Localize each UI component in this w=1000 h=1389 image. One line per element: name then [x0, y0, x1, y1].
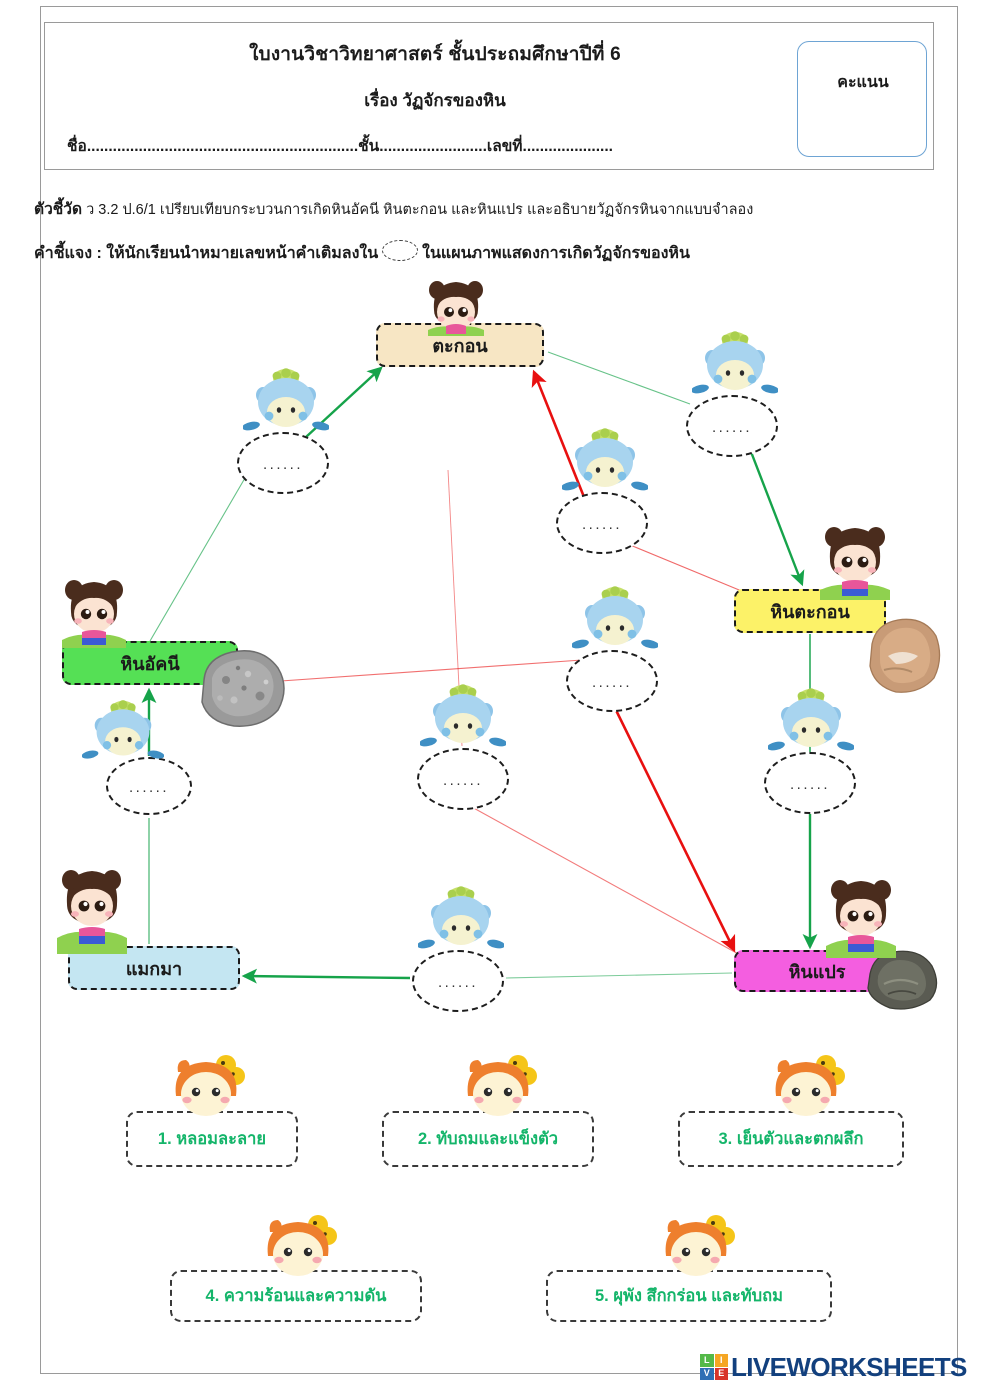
score-box[interactable]: คะแนน	[797, 41, 927, 157]
node-sedimentary-rock[interactable]: หินตะกอน	[734, 589, 886, 633]
igneous-rock-photo	[201, 650, 285, 727]
choice-item-4[interactable]: 4. ความร้อนและความดัน	[170, 1270, 422, 1322]
page-subtitle: เรื่อง วัฏจักรของหิน	[364, 91, 506, 110]
node-magma[interactable]: แมกมา	[68, 946, 240, 990]
direction-tail: ในแผนภาพแสดงการเกิดวัฏจักรของหิน	[422, 245, 690, 262]
blank-sedrock-to-sediment[interactable]: ......	[556, 492, 648, 554]
indicator-text: ว 3.2 ป.6/1 เปรียบเทียบกระบวนการเกิดหินอ…	[82, 202, 754, 218]
indicator-lead: ตัวชี้วัด	[34, 201, 83, 218]
blank-metamorph-to-magma[interactable]: ......	[412, 950, 504, 1012]
logo-wordmark: LIVEWORKSHEETS	[731, 1351, 967, 1382]
blank-magma-to-igneous[interactable]: ......	[106, 757, 192, 815]
liveworksheets-logo[interactable]: L I V E LIVEWORKSHEETS	[700, 1352, 967, 1382]
choice-item-5[interactable]: 5. ผุพัง สึกกร่อน และทับถม	[546, 1270, 832, 1322]
student-name-line[interactable]: ชื่อ....................................…	[67, 138, 613, 155]
worksheet-border	[40, 6, 958, 1374]
blank-placeholder-dots: ......	[581, 515, 622, 533]
blank-placeholder-dots: ......	[442, 771, 483, 789]
logo-letter-v: V	[700, 1367, 714, 1380]
direction-lead: คำชี้แจง : ให้นักเรียนนำหมายเลขหน้าคำเติ…	[34, 245, 379, 262]
logo-letter-l: L	[700, 1354, 714, 1367]
blank-sedrock-to-metamorph[interactable]: ......	[764, 752, 856, 814]
header-box: ใบงานวิชาวิทยาศาสตร์ ชั้นประถมศึกษาปีที่…	[44, 22, 934, 170]
blank-placeholder-dots: ......	[711, 418, 752, 436]
blank-sediment-to-sedrock[interactable]: ......	[686, 395, 778, 457]
liveworksheets-logo-icon: L I V E	[700, 1354, 728, 1380]
blank-igneous-to-sediment[interactable]: ......	[237, 432, 329, 494]
choice-item-2[interactable]: 2. ทับถมและแข็งตัว	[382, 1111, 594, 1167]
blank-placeholder-dots: ......	[789, 775, 830, 793]
logo-letter-e: E	[714, 1367, 728, 1380]
sedimentary-rock-photo	[869, 618, 941, 693]
indicator-line: ตัวชี้วัด ว 3.2 ป.6/1 เปรียบเทียบกระบวนก…	[34, 196, 934, 221]
score-label: คะแนน	[837, 74, 889, 91]
blank-placeholder-dots: ......	[437, 973, 478, 991]
blank-placeholder-dots: ......	[591, 673, 632, 691]
metamorphic-rock-photo	[867, 950, 938, 1010]
logo-letter-i: I	[714, 1354, 728, 1367]
node-sediment[interactable]: ตะกอน	[376, 323, 544, 367]
choice-item-3[interactable]: 3. เย็นตัวและตกผลึก	[678, 1111, 904, 1167]
page-title: ใบงานวิชาวิทยาศาสตร์ ชั้นประถมศึกษาปีที่…	[249, 44, 621, 65]
blank-sediment-to-metamorph[interactable]: ......	[417, 748, 509, 810]
choice-item-1[interactable]: 1. หลอมละลาย	[126, 1111, 298, 1167]
blank-igneous-to-metamorph[interactable]: ......	[566, 650, 658, 712]
inline-oval-icon	[382, 240, 419, 261]
direction-line: คำชี้แจง : ให้นักเรียนนำหมายเลขหน้าคำเติ…	[34, 240, 934, 266]
blank-placeholder-dots: ......	[128, 778, 169, 796]
blank-placeholder-dots: ......	[262, 455, 303, 473]
